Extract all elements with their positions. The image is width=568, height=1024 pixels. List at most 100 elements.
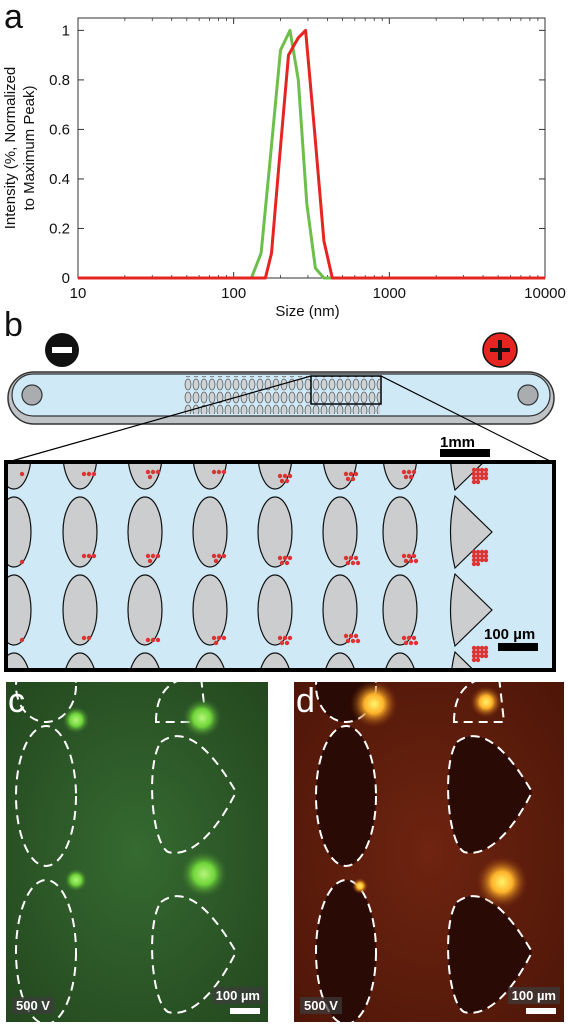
particle [479, 467, 485, 473]
post-shape [257, 574, 293, 646]
particle [406, 469, 412, 475]
scale-bar-1mm [440, 449, 490, 457]
post-shape [382, 574, 418, 646]
post-shape [195, 652, 225, 668]
panel-a-label: a [4, 0, 23, 36]
post-shape [385, 652, 415, 668]
particle [479, 645, 485, 651]
panel-b-label: b [4, 306, 23, 344]
particle [91, 471, 97, 477]
particle [350, 476, 356, 482]
particle [411, 635, 417, 641]
y-tick-label: 0 [62, 270, 70, 287]
y-tick-label: 1 [62, 22, 70, 39]
particle [483, 549, 489, 555]
particle-cluster [470, 686, 502, 718]
particle [279, 640, 285, 646]
post-shape [127, 574, 163, 646]
particle [81, 635, 87, 641]
particle [401, 635, 407, 641]
post-shape [192, 496, 228, 568]
particle [348, 471, 354, 477]
particle [282, 555, 288, 561]
particle [348, 633, 354, 639]
particle [471, 471, 477, 477]
scale-bar [230, 1008, 260, 1014]
particle [86, 553, 92, 559]
particle [155, 553, 161, 559]
post-shape [127, 496, 163, 568]
post-shape [449, 494, 493, 570]
particle-cluster [64, 868, 88, 892]
particle [19, 559, 25, 565]
post-shape [193, 464, 227, 490]
plot-frame [77, 17, 546, 279]
particle [475, 479, 481, 485]
particle [221, 469, 227, 475]
particle [211, 635, 217, 641]
post-shape [62, 496, 98, 568]
particle [413, 640, 419, 646]
post-shape [451, 650, 473, 668]
particle [343, 555, 349, 561]
y-tick-label: 0.6 [49, 121, 70, 138]
post-shape [8, 464, 31, 490]
y-tick-label: 0.4 [49, 171, 70, 188]
particle [145, 469, 151, 475]
particle [479, 471, 485, 477]
particle [282, 635, 288, 641]
particle [145, 637, 151, 643]
microchannel [7, 371, 555, 425]
particle [471, 479, 477, 485]
particle [483, 475, 489, 481]
scale-label-1mm: 1mm [440, 434, 475, 451]
post-shape [260, 652, 290, 668]
post-shape [322, 574, 358, 646]
particle [479, 549, 485, 555]
series-line-1 [78, 28, 545, 280]
particle [475, 471, 481, 477]
particle [150, 553, 156, 559]
particle [483, 557, 489, 563]
particle [401, 553, 407, 559]
post-shape [62, 574, 98, 646]
particle [353, 633, 359, 639]
particle [411, 553, 417, 559]
particle [406, 553, 412, 559]
particle [471, 549, 477, 555]
y-axis-label: Intensity (%, Normalized [2, 67, 19, 230]
panel-d-label: d [296, 682, 315, 720]
voltage-label: 500 V [300, 997, 342, 1014]
particle [475, 657, 481, 663]
particle [479, 649, 485, 655]
post-shape [382, 496, 418, 568]
particle [343, 471, 349, 477]
particle [483, 653, 489, 659]
post-shape [63, 464, 97, 490]
particle-cluster [180, 850, 228, 898]
particle [353, 555, 359, 561]
particle [350, 560, 356, 566]
post-shape [323, 464, 357, 490]
post-shape [8, 574, 32, 646]
particle [483, 649, 489, 655]
particle [221, 553, 227, 559]
device-schematic: 1mm 100 µm [4, 332, 556, 672]
particle [91, 553, 97, 559]
particle [479, 557, 485, 563]
particle [216, 469, 222, 475]
post-shape [449, 572, 493, 648]
particle [284, 640, 290, 646]
particle [355, 638, 361, 644]
particle [479, 475, 485, 481]
particle [284, 478, 290, 484]
particle [475, 549, 481, 555]
x-tick-label: 1000 [373, 285, 406, 302]
particle [475, 653, 481, 659]
particle [147, 474, 153, 480]
particle [279, 478, 285, 484]
post-shape [128, 464, 162, 490]
y-tick-label: 0.8 [49, 72, 70, 89]
particle [216, 553, 222, 559]
